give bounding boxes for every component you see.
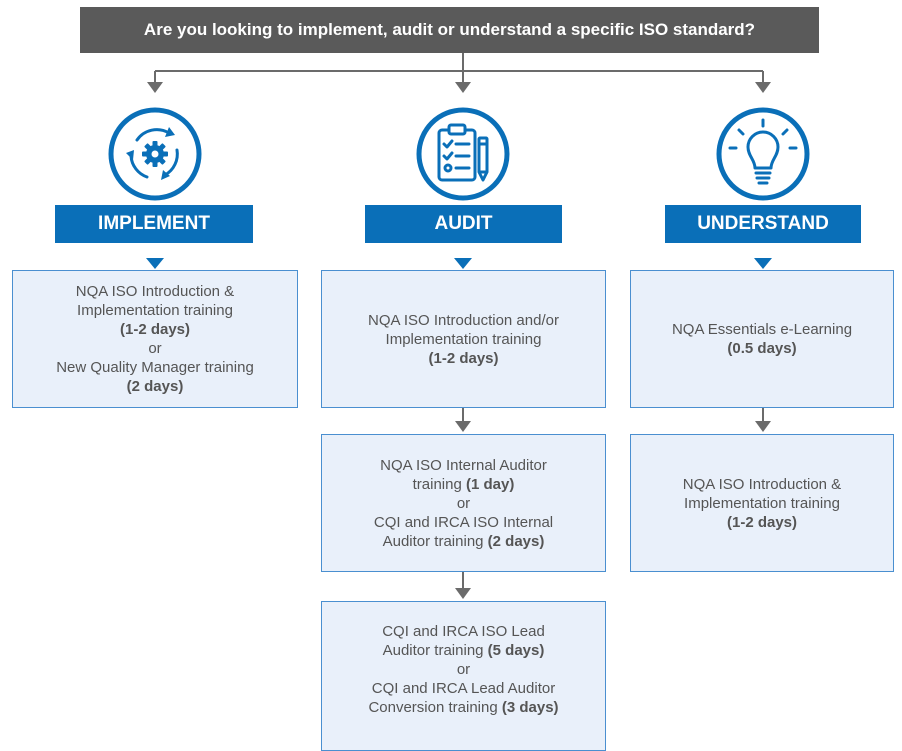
box-text-line: Auditor training (2 days) [383,532,545,551]
box-or: or [456,494,471,512]
question-text: Are you looking to implement, audit or u… [143,20,756,39]
arrow-audit-label [454,258,472,269]
box-text: NQA ISO Introduction & [682,475,842,493]
box-duration: (1-2 days) [428,349,499,367]
box-text: CQI and IRCA ISO Lead [382,622,545,640]
box-text: Conversion training [368,698,502,716]
clipboard-checklist-icon [416,107,510,201]
understand-label: UNDERSTAND [665,205,861,243]
box-text: CQI and IRCA Lead Auditor [371,679,556,697]
box-duration: (5 days) [487,641,545,659]
arrow-audit-1-2 [455,421,471,432]
box-text: CQI and IRCA ISO Internal [373,513,554,531]
box-text: Auditor training [382,532,488,550]
box-text-line: training (1 day) [413,475,515,494]
box-text: NQA ISO Internal Auditor [380,456,547,474]
arrow-implement-head [147,82,163,93]
lightbulb-icon [716,107,810,201]
understand-step-1-box: NQA Essentials e-Learning (0.5 days) [630,270,894,408]
audit-step-3-box: CQI and IRCA ISO Lead Auditor training (… [321,601,606,751]
box-text: Implementation training [385,330,542,348]
implement-step-1-box: NQA ISO Introduction & Implementation tr… [12,270,298,408]
arrow-audit-head [455,82,471,93]
arrow-understand-label [754,258,772,269]
box-text: New Quality Manager training [56,359,254,376]
box-text: Implementation training [684,494,840,512]
box-text: training [412,475,466,493]
arrow-understand-head [755,82,771,93]
box-text-line: Conversion training (3 days) [368,698,558,717]
box-text: NQA ISO Introduction & [75,283,235,300]
box-text: NQA Essentials e-Learning [671,321,853,338]
box-duration: (1-2 days) [119,321,191,338]
audit-label: AUDIT [365,205,562,243]
arrow-audit-2-3 [455,588,471,599]
arrow-implement-label [146,258,164,269]
gear-cycle-icon [108,107,202,201]
implement-label-text: IMPLEMENT [98,213,210,234]
audit-label-text: AUDIT [434,213,493,234]
box-text: Implementation training [77,302,233,319]
box-or: or [148,340,162,357]
box-duration: (0.5 days) [727,340,797,357]
box-text: Auditor training [382,641,488,659]
box-text-line: Auditor training (5 days) [383,641,545,660]
box-duration: (1 day) [466,475,515,493]
understand-label-text: UNDERSTAND [697,213,829,234]
question-header: Are you looking to implement, audit or u… [80,7,819,53]
arrow-understand-1-2 [755,421,771,432]
understand-step-2-box: NQA ISO Introduction & Implementation tr… [630,434,894,572]
box-or: or [456,660,471,678]
box-duration: (1-2 days) [726,513,798,531]
audit-step-1-box: NQA ISO Introduction and/or Implementati… [321,270,606,408]
box-duration: (2 days) [487,532,545,550]
implement-label: IMPLEMENT [55,205,253,243]
box-duration: (2 days) [126,378,184,395]
audit-step-2-box: NQA ISO Internal Auditor training (1 day… [321,434,606,572]
box-text: NQA ISO Introduction and/or [368,311,559,329]
box-duration: (3 days) [501,698,559,716]
